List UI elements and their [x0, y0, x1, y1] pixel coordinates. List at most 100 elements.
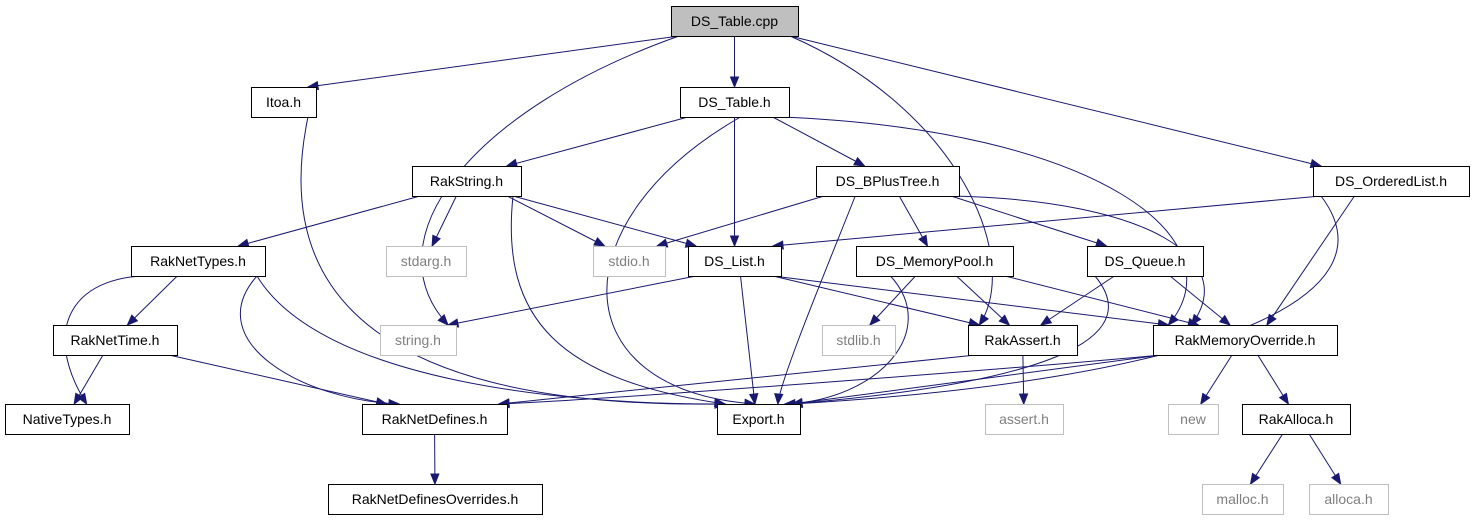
edge-line [791, 354, 1162, 405]
edge-line [740, 275, 756, 405]
node-stdio-h: stdio.h [593, 246, 666, 277]
edge-ds_bplustree_h-to-stdio_h [655, 195, 825, 248]
node-box [328, 484, 543, 515]
node-nativetypes-h[interactable]: NativeTypes.h [5, 404, 130, 435]
arrowhead-icon [1018, 393, 1029, 406]
node-rakstring-h[interactable]: RakString.h [412, 166, 522, 197]
node-box [412, 166, 522, 197]
node-rakassert-h[interactable]: RakAssert.h [968, 325, 1078, 356]
node-ds-table-h[interactable]: DS_Table.h [680, 87, 790, 118]
edge-line [300, 116, 726, 405]
node-label: DS_Table.cpp [691, 13, 778, 29]
node-raknetdefinesoverrides-h[interactable]: RakNetDefinesOverrides.h [328, 484, 543, 515]
edge-rakstring_h-to-raknettypes_h [236, 195, 421, 248]
node-new: new [1168, 404, 1219, 435]
node-label: DS_Table.h [698, 94, 770, 110]
edge-ds_bplustree_h-to-ds_memorypool_h [898, 195, 929, 248]
edge-line [869, 275, 916, 326]
edge-line [772, 116, 865, 167]
edge-ds_list_h-to-string_h [446, 275, 697, 328]
edge-ds_memorypool_h-to-rakassert_h [956, 275, 1011, 326]
edge-line [777, 195, 856, 405]
edge-ds_table_cpp-to-ds_table_h [729, 36, 740, 89]
edge-line [772, 275, 1169, 326]
node-box [53, 325, 178, 356]
edge-ds_table_h-to-rakstring_h [505, 116, 689, 168]
node-raknettime-h[interactable]: RakNetTime.h [53, 325, 178, 356]
node-malloc-h: malloc.h [1202, 484, 1284, 515]
node-raknetdefines-h[interactable]: RakNetDefines.h [362, 404, 508, 435]
edge-rakstring_h-to-export_h [510, 195, 727, 408]
edge-line [772, 195, 1322, 247]
node-box [386, 246, 467, 277]
edge-line [1266, 195, 1355, 326]
edge-rakstring_h-to-stdio_h [506, 195, 606, 247]
edge-line [256, 275, 726, 405]
node-label: stdlib.h [836, 332, 880, 348]
arrowhead-icon [1200, 392, 1211, 406]
node-ds-orderedlist-h[interactable]: DS_OrderedList.h [1313, 166, 1470, 197]
edge-line [510, 195, 726, 405]
node-export-h[interactable]: Export.h [717, 404, 801, 435]
node-ds-list-h[interactable]: DS_List.h [688, 246, 782, 277]
edge-line [498, 354, 977, 405]
node-ds-queue-h[interactable]: DS_Queue.h [1087, 246, 1204, 277]
edge-rakalloca_h-to-malloc_h [1249, 433, 1284, 486]
edge-ds_list_h-to-export_h [740, 275, 759, 406]
edge-line [780, 116, 1188, 326]
node-box [1242, 404, 1351, 435]
node-ds-memorypool-h[interactable]: DS_MemoryPool.h [856, 246, 1014, 277]
node-label: assert.h [999, 411, 1049, 427]
node-raknettypes-h[interactable]: RakNetTypes.h [131, 246, 266, 277]
edge-rakmemoryoverride_h-to-rakalloca_h [1257, 354, 1290, 406]
node-label: RakAssert.h [984, 332, 1060, 348]
edge-ds_table_h-to-ds_bplustree_h [772, 116, 866, 167]
edge-ds_table_h-to-rakmemoryoverride_h [780, 116, 1188, 327]
edge-rakmemoryoverride_h-to-new [1200, 354, 1233, 406]
arrowhead-icon [593, 236, 606, 247]
node-box [1202, 484, 1284, 515]
node-box [380, 325, 457, 356]
edge-line [168, 354, 387, 405]
node-rakmemoryoverride-h[interactable]: RakMemoryOverride.h [1153, 325, 1338, 356]
node-box [362, 404, 508, 435]
node-itoa-h[interactable]: Itoa.h [251, 87, 317, 118]
node-box [671, 6, 799, 37]
node-label: new [1180, 411, 1207, 427]
arrowhead-icon [1167, 313, 1179, 327]
edge-line [956, 275, 1010, 326]
node-label: RakNetDefinesOverrides.h [352, 491, 519, 507]
edge-line [512, 195, 697, 247]
edge-raknettime_h-to-nativetypes_h [73, 354, 104, 406]
node-ds-bplustree-h[interactable]: DS_BPlusTree.h [816, 166, 960, 197]
node-rakalloca-h[interactable]: RakAlloca.h [1242, 404, 1351, 435]
arrowhead-icon [437, 314, 449, 326]
edge-ds_orderedlist_h-to-rakmemoryoverride_h [1266, 195, 1355, 327]
node-label: Itoa.h [266, 94, 301, 110]
node-label: stdio.h [608, 253, 649, 269]
edge-line [656, 195, 825, 247]
arrowhead-icon [729, 235, 740, 248]
edges-layer [64, 35, 1355, 486]
node-string-h: string.h [380, 325, 457, 356]
arrowhead-icon [749, 393, 759, 406]
edge-raknetdefines_h-to-raknetdefinesoverrides_h [430, 433, 440, 486]
node-box [985, 404, 1064, 435]
edge-line [506, 195, 605, 247]
arrowhead-icon [1039, 315, 1053, 326]
arrowhead-icon [126, 314, 139, 326]
arrowhead-icon [868, 314, 881, 326]
node-box [968, 325, 1078, 356]
edge-ds_orderedlist_h-to-ds_list_h [771, 195, 1322, 250]
node-label: Export.h [732, 411, 784, 427]
node-stdarg-h: stdarg.h [386, 246, 467, 277]
arrowhead-icon [978, 313, 990, 327]
arrowhead-icon [1218, 314, 1232, 326]
arrowhead-icon [1249, 472, 1261, 486]
node-box [688, 246, 782, 277]
node-ds-table-cpp[interactable]: DS_Table.cpp [671, 6, 799, 37]
edge-ds_table_h-to-ds_list_h [729, 117, 740, 248]
edge-line [1040, 275, 1115, 326]
node-box [1153, 325, 1338, 356]
edge-line [498, 354, 1162, 405]
